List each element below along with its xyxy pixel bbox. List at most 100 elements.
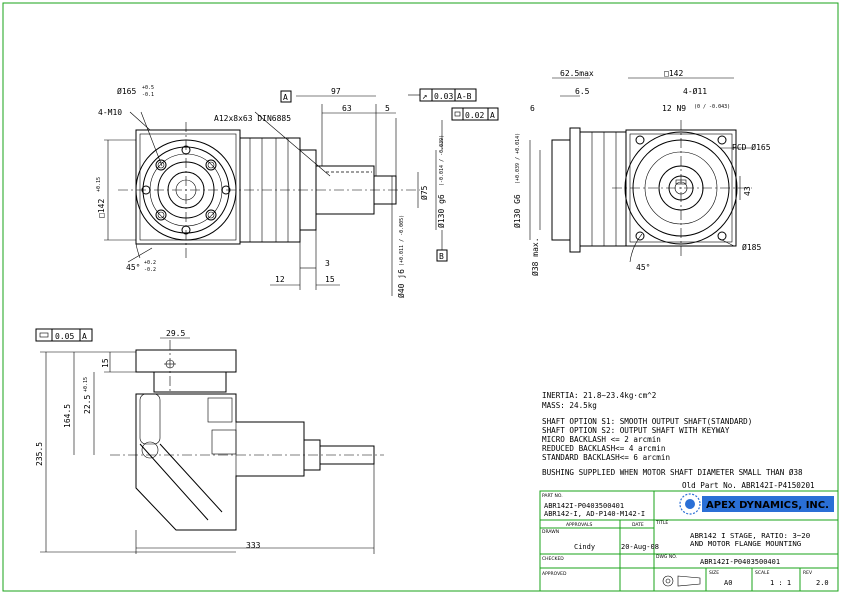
bottom-view bbox=[40, 337, 384, 554]
svg-text:(+0.039 / +0.014): (+0.039 / +0.014) bbox=[515, 133, 521, 184]
flatness-icon bbox=[454, 111, 461, 117]
bottom-flat-frame bbox=[35, 328, 93, 342]
svg-text:6: 6 bbox=[530, 104, 535, 113]
svg-text:6.5: 6.5 bbox=[575, 87, 590, 96]
front-d130: Ø130 g6 bbox=[436, 194, 446, 228]
runout-ref: A-B bbox=[457, 92, 472, 101]
spec-reduced: REDUCED BACKLASH<= 4 arcmin bbox=[542, 444, 665, 453]
checked-label: CHECKED bbox=[542, 556, 564, 562]
front-d165: Ø165 bbox=[117, 86, 136, 96]
bottom-dims: 29.5 333 15 235.5 164.5 22.5 +0.15 bbox=[35, 329, 261, 550]
part-no-1: ABR142I-P0403500401 bbox=[544, 502, 624, 510]
flat-ref: A bbox=[490, 111, 495, 120]
svg-text:12: 12 bbox=[275, 275, 285, 284]
datum-a-box bbox=[280, 90, 292, 103]
side-n9: 12 N9 bbox=[662, 104, 686, 113]
side-pcd: PCD Ø165 bbox=[732, 142, 771, 152]
front-sq142: □142 bbox=[97, 199, 106, 218]
datum-a-label: A bbox=[283, 93, 288, 102]
front-d40: Ø40 j6 bbox=[396, 269, 406, 298]
svg-text:5: 5 bbox=[385, 104, 390, 113]
apex-logo-icon bbox=[679, 493, 701, 515]
rev-label: REV bbox=[803, 570, 813, 576]
svg-text:-0.2: -0.2 bbox=[144, 267, 156, 273]
flat-value: 0.02 bbox=[465, 111, 484, 120]
front-view bbox=[104, 95, 437, 296]
title-block: PART NO. ABR142I-P0403500401 ABR142-I, A… bbox=[539, 490, 839, 592]
front-gdt: A ↗ 0.03 A-B 0.02 A B bbox=[280, 88, 499, 262]
front-d75: Ø75 bbox=[419, 185, 429, 200]
dwg-no-label: DWG NO. bbox=[656, 554, 677, 560]
side-angle: 45° bbox=[636, 263, 650, 272]
drawn-by: Cindy bbox=[574, 543, 595, 551]
drawn-label: DRAWN bbox=[542, 529, 559, 535]
bottom-housing bbox=[135, 393, 305, 531]
spec-shaft2: SHAFT OPTION S2: OUTPUT SHAFT WITH KEYWA… bbox=[542, 426, 730, 435]
rev-value: 2.0 bbox=[816, 579, 829, 587]
flat-frame bbox=[451, 107, 499, 121]
spec-bushing: BUSHING SUPPLIED WHEN MOTOR SHAFT DIAMET… bbox=[542, 468, 803, 477]
svg-text:3: 3 bbox=[325, 259, 330, 268]
side-d130: Ø130 G6 bbox=[512, 194, 522, 228]
spec-old-part: Old Part No. ABR142I-P4150201 bbox=[682, 481, 815, 490]
company-name: APEX DYNAMICS, INC. bbox=[706, 500, 829, 511]
front-key: A12x8x63 DIN6885 bbox=[214, 114, 291, 123]
approved-label: APPROVED bbox=[542, 571, 567, 577]
spec-standard: STANDARD BACKLASH<= 6 arcmin bbox=[542, 453, 670, 462]
svg-text:(+0.011 / -0.005): (+0.011 / -0.005) bbox=[399, 215, 405, 266]
datum-b-label: B bbox=[439, 252, 444, 261]
part-no-2: ABR142-I, AD-P140-M142-I bbox=[544, 510, 645, 518]
part-no-label: PART NO. bbox=[542, 493, 563, 499]
svg-text:29.5: 29.5 bbox=[166, 329, 185, 338]
svg-text:+0.5: +0.5 bbox=[142, 85, 154, 91]
date-label: DATE bbox=[632, 522, 644, 528]
front-holes: 4-M10 bbox=[98, 108, 122, 117]
spec-mass: MASS: 24.5kg bbox=[542, 401, 597, 410]
side-dims: 62.5max □142 6.5 6 4-Ø11 12 N9 (0 / -0.0… bbox=[512, 69, 771, 276]
scale-value: 1 : 1 bbox=[770, 579, 791, 587]
svg-text:+0.15: +0.15 bbox=[96, 177, 102, 192]
spec-inertia: INERTIA: 21.8~23.4kg·cm^2 bbox=[542, 391, 656, 400]
front-dims: Ø165 +0.5 -0.1 4-M10 A12x8x63 DIN6885 97… bbox=[96, 85, 446, 298]
title-label: TITLE bbox=[655, 520, 668, 526]
side-sq142: □142 bbox=[664, 69, 683, 78]
bottom-flatness-icon bbox=[39, 332, 49, 338]
title-line-1: ABR142 I STAGE, RATIO: 3~20 bbox=[690, 531, 810, 540]
bottom-flat-ref: A bbox=[82, 332, 87, 341]
projection-symbol-icon bbox=[662, 575, 701, 587]
title-line-2: AND MOTOR FLANGE MOUNTING bbox=[690, 539, 801, 548]
bottom-len164: 164.5 bbox=[63, 404, 72, 428]
approvals-label: APPROVALS bbox=[566, 522, 592, 528]
svg-text:15: 15 bbox=[101, 358, 110, 368]
svg-text:43: 43 bbox=[743, 186, 752, 196]
runout-icon: ↗ bbox=[422, 92, 427, 102]
dwg-no: ABR142I-P0403500401 bbox=[700, 558, 780, 566]
company-logo: APEX DYNAMICS, INC. bbox=[679, 493, 834, 515]
drawn-date: 20-Aug-08 bbox=[621, 543, 659, 551]
side-len62: 62.5max bbox=[560, 69, 594, 78]
runout-value: 0.03 bbox=[434, 92, 453, 101]
svg-text:+0.2: +0.2 bbox=[144, 260, 156, 266]
front-angle: 45° bbox=[126, 263, 140, 272]
bottom-len333: 333 bbox=[246, 541, 261, 550]
bottom-len235: 235.5 bbox=[35, 442, 44, 466]
svg-text:(0 / -0.043): (0 / -0.043) bbox=[694, 104, 730, 110]
svg-text:15: 15 bbox=[325, 275, 335, 284]
svg-text:97: 97 bbox=[331, 87, 341, 96]
svg-text:-0.1: -0.1 bbox=[142, 92, 154, 98]
size-value: A0 bbox=[724, 579, 732, 587]
svg-text:(-0.014 / -0.039): (-0.014 / -0.039) bbox=[439, 135, 445, 186]
svg-text:63: 63 bbox=[342, 104, 352, 113]
svg-text:+0.15: +0.15 bbox=[83, 377, 89, 392]
size-label: SIZE bbox=[709, 570, 719, 576]
side-holes: 4-Ø11 bbox=[683, 86, 707, 96]
svg-text:22.5: 22.5 bbox=[83, 395, 92, 414]
scale-label: SCALE bbox=[755, 570, 770, 576]
spec-notes: INERTIA: 21.8~23.4kg·cm^2 MASS: 24.5kg S… bbox=[542, 391, 815, 490]
bottom-gdt: 0.05 A bbox=[35, 328, 93, 342]
spec-shaft1: SHAFT OPTION S1: SMOOTH OUTPUT SHAFT(STA… bbox=[542, 417, 752, 426]
bottom-flat-value: 0.05 bbox=[55, 332, 74, 341]
side-view bbox=[529, 77, 752, 263]
